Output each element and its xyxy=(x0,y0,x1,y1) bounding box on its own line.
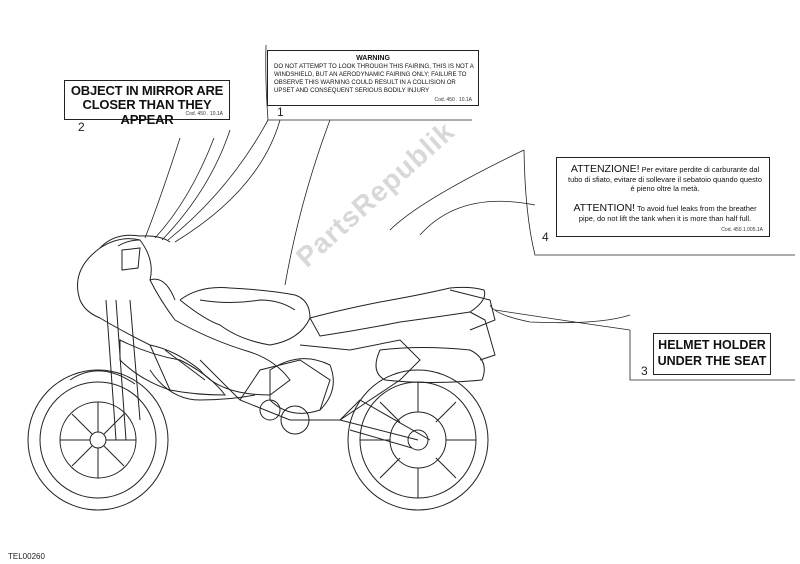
leader-line-3 xyxy=(489,304,631,324)
fuel-english-heading: ATTENTION! xyxy=(573,202,636,214)
helmet-label-line1: HELMET HOLDER xyxy=(658,338,766,352)
front-wheel xyxy=(27,369,169,511)
motorcycle-outline xyxy=(27,234,496,511)
leader-lines xyxy=(144,44,795,381)
warning-heading: WARNING xyxy=(356,55,390,62)
fuel-attention-label: ATTENZIONE! Per evitare perdite di carbu… xyxy=(556,157,770,237)
front-fairing xyxy=(77,238,291,396)
leader-line-4 xyxy=(523,149,795,256)
callout-number-3: 3 xyxy=(641,364,648,378)
fairing-warning-label: WARNING DO NOT ATTEMPT TO LOOK THROUGH T… xyxy=(267,50,479,106)
helmet-label-line2: UNDER THE SEAT xyxy=(657,354,767,368)
fuel-italian-text: ATTENZIONE! Per evitare perdite di carbu… xyxy=(565,163,765,194)
document-code: TEL00260 xyxy=(8,552,45,561)
windscreen xyxy=(99,234,171,249)
seat xyxy=(309,286,486,337)
leader-line-2 xyxy=(144,137,181,239)
fuel-italian-heading: ATTENZIONE! xyxy=(570,163,640,175)
fuel-italian-body: Per evitare perdite di carburante dal tu… xyxy=(568,165,762,194)
mirror-label-line1: OBJECT IN MIRROR ARE xyxy=(70,83,224,98)
mirror-label-line2: CLOSER THAN THEY APPEAR xyxy=(82,97,212,127)
fuel-label-code: Cod. 450.1.005.1A xyxy=(721,227,763,233)
callout-number-1: 1 xyxy=(277,105,284,119)
warning-label-code: Cod. 450 . 10.1A xyxy=(434,97,472,103)
fuel-english-body: To avoid fuel leaks from the breather pi… xyxy=(578,204,757,223)
warning-body: DO NOT ATTEMPT TO LOOK THROUGH THIS FAIR… xyxy=(274,63,474,94)
callout-number-4: 4 xyxy=(542,230,549,244)
rear-wheel xyxy=(347,369,489,511)
helmet-holder-label: HELMET HOLDER UNDER THE SEAT xyxy=(653,333,771,375)
callout-number-2: 2 xyxy=(78,120,85,134)
mirror-label-code: Cod. 450 . 10.1A xyxy=(185,111,223,117)
fuel-english-text: ATTENTION! To avoid fuel leaks from the … xyxy=(565,203,765,224)
mirror-warning-label: OBJECT IN MIRROR ARE CLOSER THAN THEY AP… xyxy=(64,80,230,127)
mirror xyxy=(121,247,141,271)
exhaust xyxy=(375,347,485,383)
leader-line-1 xyxy=(167,119,269,241)
